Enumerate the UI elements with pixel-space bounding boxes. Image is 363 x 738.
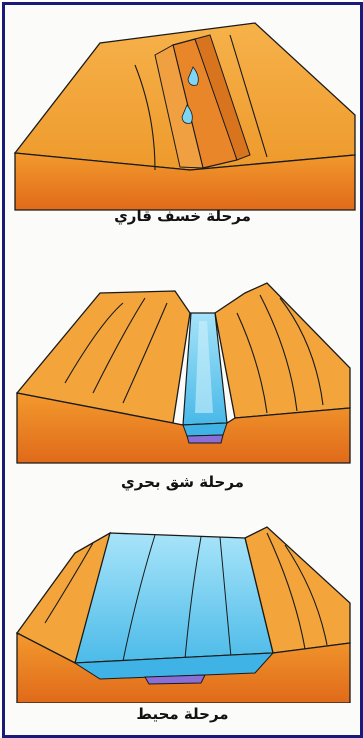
sea-floor: [145, 675, 205, 684]
stage-continental-rift: مرحلة خسف قاري: [5, 5, 360, 240]
stage-caption: مرحلة خسف قاري: [5, 207, 360, 225]
ocean-illustration: [5, 513, 360, 703]
sea-floor: [187, 435, 223, 443]
stage-caption: مرحلة محيط: [5, 705, 360, 723]
land-block-right: [215, 283, 350, 418]
stage-ocean: مرحلة محيط: [5, 513, 360, 735]
stage-caption: مرحلة شق بحري: [5, 473, 360, 491]
stage-marine-rift: مرحلة شق بحري: [5, 273, 360, 513]
ocean-surface: [75, 533, 273, 663]
continental-rift-illustration: [5, 5, 360, 240]
sea-cross-section: [183, 423, 227, 436]
